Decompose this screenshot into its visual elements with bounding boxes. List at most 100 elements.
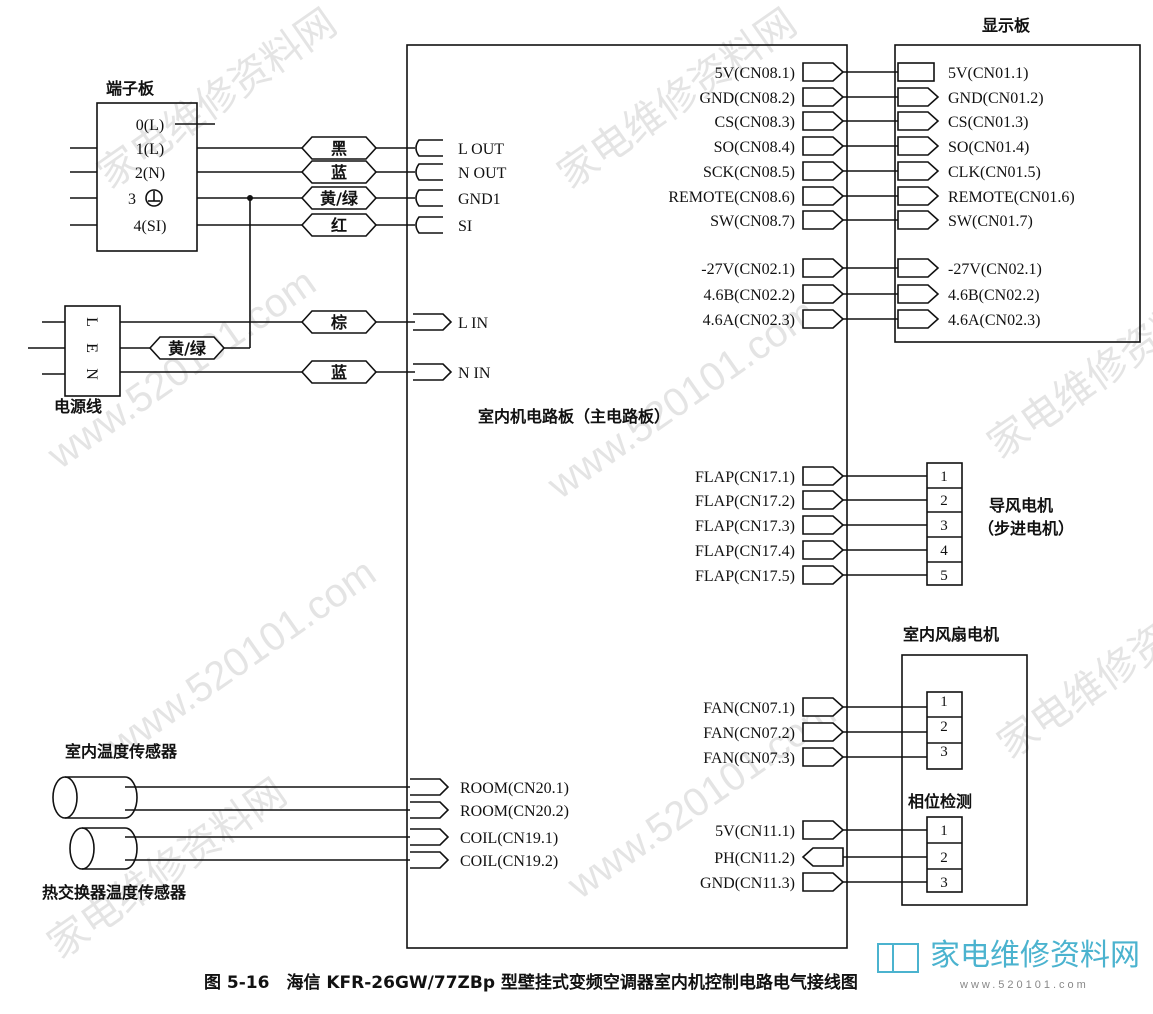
main-phase-connector-2 — [802, 872, 845, 892]
flap-motor-pin-4: 5 — [940, 568, 948, 584]
main-phase-pin-0: 5V(CN11.1) — [715, 823, 795, 840]
main-phase-connector-0 — [802, 820, 845, 840]
main-left-pin-0: L OUT — [458, 141, 504, 158]
main-display-pin-1: GND(CN08.2) — [699, 90, 795, 107]
figure-caption: 图 5-16 海信 KFR-26GW/77ZBp 型壁挂式变频空调器室内机控制电… — [204, 972, 858, 993]
wire-tag-red-label: 红 — [331, 216, 347, 235]
main-flap-pin-0: FLAP(CN17.1) — [695, 469, 795, 486]
display-connector-5 — [897, 186, 940, 206]
main-sensor-pin-3: COIL(CN19.2) — [460, 853, 558, 870]
display-connector-2 — [897, 111, 940, 131]
main-flap-pin-3: FLAP(CN17.4) — [695, 543, 795, 560]
site-logo: 家电维修资料网 — [930, 938, 1140, 973]
flap-wires — [843, 475, 962, 576]
display-pin-3: SO(CN01.4) — [948, 139, 1029, 156]
flap-motor-title: 导风电机 — [989, 496, 1053, 515]
fan-motor-connector — [926, 691, 963, 770]
main-sensor-pin-1: ROOM(CN20.2) — [460, 803, 569, 820]
wire-tag-black-label: 黑 — [331, 139, 347, 158]
coil-sensor-title: 热交换器温度传感器 — [42, 883, 187, 902]
phase-detect-title: 相位检测 — [908, 792, 972, 811]
wire-tag-blue-n — [300, 360, 378, 384]
fan-motor-outline — [901, 654, 1028, 906]
main-cn02-connector-2 — [802, 309, 845, 329]
display-board-outline — [894, 44, 1141, 343]
main-board-title: 室内机电路板（主电路板） — [478, 407, 670, 426]
main-sensor-pin-2: COIL(CN19.1) — [460, 830, 558, 847]
flap-motor-subtitle: （步进电机） — [978, 519, 1074, 538]
main-phase-connector-1 — [801, 847, 844, 867]
power-cord-title: 电源线 — [54, 397, 102, 416]
display-pin-4: CLK(CN01.5) — [948, 164, 1041, 181]
flap-motor-pin-0: 1 — [940, 469, 948, 485]
display-connector-0 — [897, 62, 935, 82]
terminal-row-1: 1(L) — [136, 141, 164, 158]
main-sensor-pin-0: ROOM(CN20.1) — [460, 780, 569, 797]
main-display-connector-1 — [802, 87, 845, 107]
main-left-connector-3 — [415, 216, 443, 234]
wire-tag-blue-n-label: 蓝 — [331, 363, 347, 382]
wire-tag-brown-label: 棕 — [331, 313, 347, 332]
main-flap-connector-2 — [802, 515, 845, 535]
main-left-pin-3: SI — [458, 218, 472, 235]
plug-letter-e: E — [83, 343, 100, 353]
power-plug-outline — [64, 305, 121, 397]
display-pin-2: CS(CN01.3) — [948, 114, 1028, 131]
wire-tag-red — [300, 213, 378, 237]
watermark-text-8: www.520101.com — [99, 550, 384, 768]
phase-detect-pin-1: 2 — [940, 850, 948, 866]
wire-tag-blue — [300, 160, 378, 184]
main-flap-connector-3 — [802, 540, 845, 560]
main-fan-connector-2 — [802, 747, 845, 767]
main-left-connector-1 — [415, 163, 443, 181]
wire-tag-black — [300, 136, 378, 160]
display-connector-7 — [897, 258, 940, 278]
terminal-row-2: 2(N) — [135, 165, 165, 182]
fan-wires — [843, 706, 962, 883]
main-sensor-connector-0 — [410, 778, 450, 796]
main-flap-connector-4 — [802, 565, 845, 585]
main-fan-pin-0: FAN(CN07.1) — [703, 700, 795, 717]
terminal-board-title: 端子板 — [106, 79, 155, 98]
flap-motor-pin-3: 4 — [940, 543, 948, 559]
connector-symbols — [410, 62, 940, 892]
fan-motor-pin-2: 3 — [940, 744, 948, 760]
flap-motor-connector — [926, 462, 963, 586]
room-sensor-title: 室内温度传感器 — [65, 742, 178, 761]
phase-detect-connector — [926, 816, 963, 893]
phase-detect-pin-2: 3 — [940, 875, 948, 891]
main-cn02-pin-0: -27V(CN02.1) — [701, 261, 795, 278]
junction-dot — [247, 195, 253, 201]
flap-motor-pin-2: 3 — [940, 518, 948, 534]
display-connector-8 — [897, 284, 940, 304]
display-pin-6: SW(CN01.7) — [948, 213, 1033, 230]
display-pin-1: GND(CN01.2) — [948, 90, 1044, 107]
display-connector-1 — [897, 87, 940, 107]
main-left-pin-1: N OUT — [458, 165, 507, 182]
wire-tag-yellow-green-label: 黄/绿 — [320, 189, 359, 208]
room-sensor — [52, 776, 138, 819]
main-cn02-pin-1: 4.6B(CN02.2) — [703, 287, 795, 304]
main-fan-connector-0 — [802, 697, 845, 717]
terminal-board-outline — [96, 102, 198, 252]
main-display-pin-4: SCK(CN08.5) — [703, 164, 795, 181]
main-power-pin-0: L IN — [458, 315, 489, 332]
display-connector-4 — [897, 161, 940, 181]
coil-sensor — [69, 827, 138, 870]
main-display-pin-3: SO(CN08.4) — [714, 139, 795, 156]
plug-letter-n: N — [83, 368, 100, 380]
main-power-pin-1: N IN — [458, 365, 491, 382]
site-logo-url: www.520101.com — [959, 979, 1089, 991]
fan-motor-pin-0: 1 — [940, 694, 948, 710]
main-cn02-connector-0 — [802, 258, 845, 278]
watermark-text-0: www.520101.com — [39, 260, 324, 478]
display-pin-7: -27V(CN02.1) — [948, 261, 1042, 278]
main-fan-pin-1: FAN(CN07.2) — [703, 725, 795, 742]
wire-tag-ground-label: 黄/绿 — [168, 339, 207, 358]
main-display-connector-3 — [802, 136, 845, 156]
phase-detect-pin-0: 1 — [940, 823, 948, 839]
wire-tag-yellow-green — [300, 186, 378, 210]
watermark-text-4: 家电维修资料网 — [40, 771, 295, 968]
main-display-connector-4 — [802, 161, 845, 181]
